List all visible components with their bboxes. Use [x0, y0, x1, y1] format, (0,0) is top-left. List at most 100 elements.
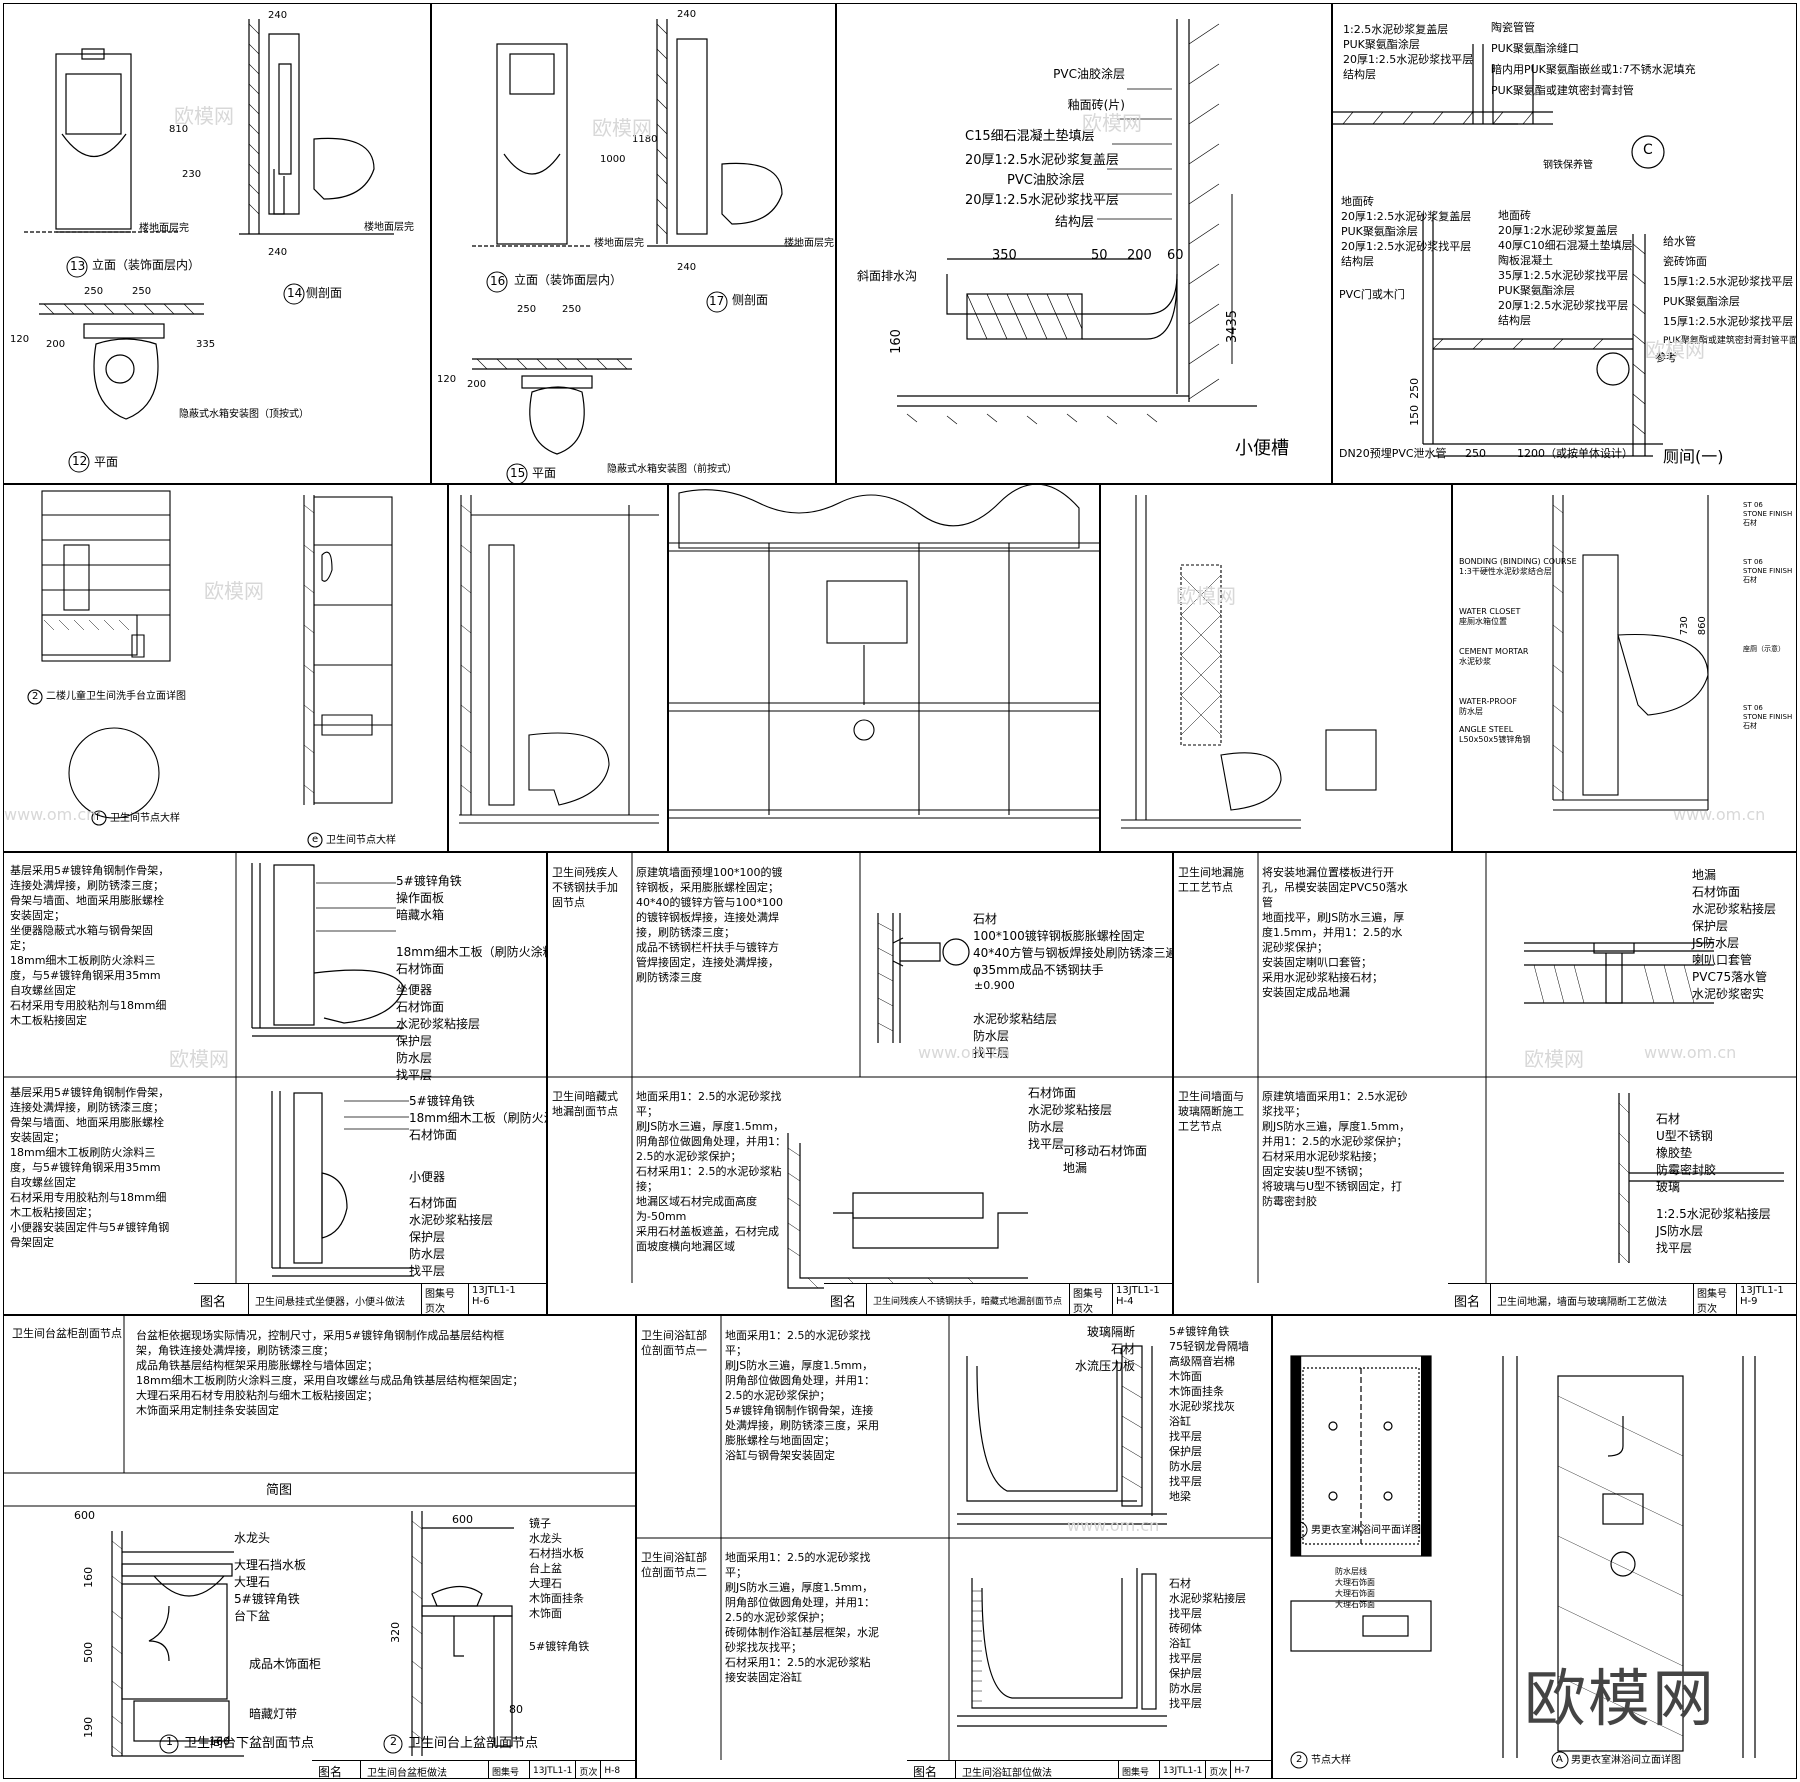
tb-k1: 图集号 — [1119, 1761, 1160, 1778]
mid-2: 40厚C10细石混凝土垫填层 — [1498, 239, 1633, 252]
h8-l1-1 — [234, 1547, 306, 1557]
label-floor-2: 楼地面层完 — [784, 238, 834, 249]
h4-l1-1: 100*100镀锌钢板膨胀螺栓固定 — [973, 929, 1145, 943]
h7-l2-3: 砖砌体 — [1169, 1622, 1202, 1635]
h8-l1-5: 台下盆 — [234, 1609, 271, 1623]
st-r2: 石材 — [1743, 519, 1757, 527]
st-l7: 防水层 — [1459, 707, 1483, 716]
panel-child-washroom: 二楼儿童卫生间洗手台立面详图 2 f 卫生间节点大样 e 卫生间节点大样 欧模网… — [3, 484, 448, 852]
h7-l2-4: 浴缸 — [1169, 1637, 1191, 1650]
tb-name: 图名 — [907, 1761, 956, 1778]
h7-l1-10: 找平层 — [1169, 1475, 1202, 1488]
h7-ll-0: 玻璃隔断 — [1086, 1325, 1135, 1339]
h4-l1-3: φ35mm成品不锈钢扶手 — [973, 963, 1104, 977]
st-r5: 石材 — [1743, 576, 1757, 584]
h7-text-1: 地面采用1：2.5的水泥砂浆找平； 刷JS防水三遍，厚度1.5mm，阴角部位做圆… — [725, 1329, 879, 1462]
h6-labels-2b: 石材饰面 水泥砂浆粘接层 保护层 防水层 找平层 — [409, 1195, 493, 1280]
label-plan: 平面 — [532, 466, 557, 480]
h9-l2-0: 石材 — [1656, 1112, 1681, 1126]
h8-cap2: 卫生间台上盆剖面节点 — [408, 1736, 539, 1751]
h7-l1-5: 水泥砂浆找灰 — [1169, 1400, 1235, 1413]
label-12: 12 — [72, 454, 88, 468]
st-r0: ST 06 — [1743, 501, 1763, 509]
top-1: PUK聚氨酯涂层 — [1343, 38, 1420, 51]
top-2: 20厚1:2.5水泥砂浆找平层 — [1343, 53, 1474, 66]
h4-l2-3: 找平层 — [1028, 1137, 1065, 1151]
wall-section-drawing — [1121, 495, 1377, 829]
h8-drawing — [4, 1316, 635, 1757]
dim-120: 120 — [10, 334, 30, 345]
tb-title: 卫生间地漏，墙面与玻璃隔断工艺做法 — [1491, 1284, 1694, 1314]
h8-jt: 简图 — [266, 1483, 293, 1498]
h4-labels-2: 石材饰面 水泥砂浆粘接层 防水层 找平层 — [1028, 1085, 1112, 1153]
h4-l2-0: 石材饰面 — [1028, 1086, 1077, 1100]
h4-l2b-1: 地漏 — [1063, 1161, 1088, 1175]
h8-head: 卫生间台盆柜剖面节点 — [12, 1327, 122, 1340]
st-r3: ST 06 — [1743, 558, 1763, 566]
legend-3: 大理石饰面 — [1335, 1600, 1375, 1609]
h7-l1-7: 找平层 — [1169, 1430, 1202, 1443]
shower-na: A — [1556, 1754, 1563, 1765]
h7-labels-2: 石材 水泥砂浆粘接层 找平层 砖砌体 浴缸 找平层 保护层 防水层 找平层 — [1169, 1576, 1246, 1711]
dim-335: 335 — [196, 339, 216, 350]
h4-l2-1: 水泥砂浆粘接层 — [1028, 1103, 1113, 1117]
watermark: 欧模网 — [1645, 338, 1705, 362]
watermark: 欧模网 — [1176, 584, 1236, 608]
h9-l2-4: 玻璃 — [1656, 1180, 1681, 1194]
h4-head-1: 卫生间残疾人不锈钢扶手加固节点 — [552, 866, 618, 909]
top-3: 结构层 — [1343, 68, 1376, 81]
left-1: 20厚1:2.5水泥砂浆复盖层 — [1341, 210, 1472, 223]
h9-l2-1: U型不锈钢 — [1656, 1129, 1713, 1143]
num-2: 2 — [32, 691, 39, 702]
h8-l2-5: 木饰面挂条 — [529, 1592, 584, 1605]
dim-730: 730 — [1678, 616, 1690, 636]
mid-5: PUK聚氨酯涂层 — [1498, 284, 1575, 297]
layer-2: C15细石混凝土垫填层 — [965, 129, 1095, 144]
h8-l2-7: 5#镀锌角铁 — [529, 1640, 590, 1653]
tb-name: 图名 — [1448, 1284, 1491, 1314]
layer-4: PVC油胶涂层 — [1007, 173, 1085, 188]
h7-l1-1: 75轻钢龙骨隔墙 — [1169, 1340, 1249, 1353]
wc-elevation-drawing — [669, 485, 1099, 819]
shower-cap3: 男更衣室淋浴间立面详图 — [1571, 1755, 1681, 1766]
brand-watermark: 欧模网 — [1523, 1662, 1716, 1735]
st-r6: 座厕（示意） — [1743, 645, 1785, 653]
h6-l1-3: 18mm细木工板（刷防火涂料） — [396, 945, 546, 959]
st-l6: WATER-PROOF — [1459, 697, 1517, 706]
toilet-room-title: 厕间(一) — [1663, 447, 1724, 466]
h7-title-block: 图名 卫生间浴缸部位做法 图集号 13JTL1-1 页次 H-7 — [907, 1760, 1271, 1778]
label-15: 15 — [510, 466, 526, 480]
top-0: 1:2.5水泥砂浆复盖层 — [1343, 23, 1449, 36]
h6-l1-8: 保护层 — [396, 1034, 433, 1048]
st-l2: WATER CLOSET — [1459, 607, 1521, 616]
watermark-url: www.om.cn — [4, 805, 97, 824]
tb-k2: 页次 — [1697, 1304, 1717, 1315]
watermark: 欧模网 — [592, 116, 652, 140]
label-floor-2: 楼地面层完 — [364, 222, 414, 233]
mid-4: 35厚1:2.5水泥砂浆找平层 — [1498, 269, 1629, 282]
watermark-url: www.om.cn — [918, 1043, 1011, 1062]
h7-head-2: 卫生间浴缸部位剖面节点二 — [641, 1551, 707, 1579]
tb-k1: 图集号 — [425, 1289, 455, 1300]
dim-160: 160 — [888, 329, 904, 354]
dim-250b: 250 — [1408, 377, 1422, 399]
right-3: PUK聚氨酯涂层 — [1663, 295, 1740, 308]
dim-250a: 250 — [517, 304, 537, 315]
shower-drawing — [1290, 1355, 1756, 1769]
dim-160b: 160 — [209, 1735, 230, 1748]
shower-cap1: 男更衣室淋浴间平面详图 — [1311, 1525, 1421, 1536]
h4-text-1: 原建筑墙面预埋100*100的镀锌钢板，采用膨胀螺栓固定； 40*40的镀锌方管… — [636, 866, 783, 984]
h8-title-block: 图名 卫生间台盆柜做法 图集号 13JTL1-1 页次 H-8 — [312, 1760, 635, 1778]
st-l5: 水泥砂浆 — [1459, 657, 1491, 666]
stone-left-labels: BONDING (BINDING) COURSE 1:3干硬性水泥砂浆结合层 W… — [1459, 557, 1577, 745]
tb-k2: 页次 — [1206, 1761, 1232, 1778]
tb-title: 卫生间浴缸部位做法 — [956, 1761, 1119, 1778]
watermark-url: www.om.cn — [1673, 805, 1766, 824]
tb-v2: H-8 — [604, 1766, 621, 1776]
h6-l2b-1: 水泥砂浆粘接层 — [409, 1213, 494, 1227]
panel-wc-wall-section: 欧模网 — [1100, 484, 1452, 852]
cap-3: 卫生间节点大样 — [326, 835, 396, 846]
st-l9: L50x50x5镀锌角钢 — [1459, 735, 1531, 744]
right-2: 15厚1:2.5水泥砂浆找平层 — [1663, 275, 1794, 288]
dn-label: DN20预埋PVC泄水管 — [1339, 447, 1447, 460]
